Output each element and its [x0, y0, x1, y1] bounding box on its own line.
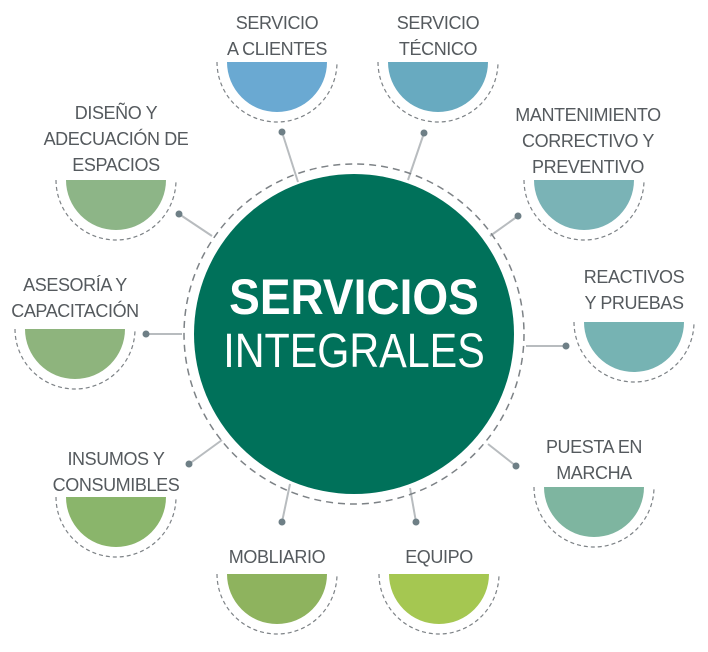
label-line: SERVICIO — [235, 13, 319, 33]
label-line: MANTENIMIENTO — [515, 105, 661, 125]
connector-line-mantenimiento — [489, 215, 519, 237]
bowl-fill-asesoria-y-capacitacion — [25, 329, 125, 379]
connector-dot-mantenimiento — [514, 212, 522, 220]
bowl-insumos-y-consumibles — [55, 496, 177, 558]
bowl-puesta-en-marcha — [533, 486, 655, 548]
label-asesoria-y-capacitacion: ASESORÍA Y CAPACITACIÓN — [0, 272, 165, 324]
label-line: A CLIENTES — [226, 39, 328, 59]
bowl-outline-mobliario — [216, 573, 338, 635]
label-reactivos-y-pruebas: REACTIVOS Y PRUEBAS — [544, 264, 708, 316]
label-line: EQUIPO — [405, 547, 473, 567]
bowl-outline-mantenimiento — [523, 179, 645, 241]
connectors — [142, 128, 570, 526]
label-mobliario: MOBLIARIO — [187, 544, 367, 570]
label-diseno-y-adecuacion: DISEÑO Y ADECUACIÓN DE ESPACIOS — [26, 100, 206, 178]
connector-dot-mobliario — [278, 518, 286, 526]
bowl-mantenimiento — [523, 179, 645, 241]
connector-line-servicio-tecnico — [407, 132, 425, 181]
bowl-outline-puesta-en-marcha — [533, 486, 655, 548]
label-line: REACTIVOS — [583, 267, 685, 287]
bowl-equipo — [378, 573, 500, 635]
bowl-fill-mobliario — [227, 574, 327, 624]
connector-dot-equipo — [412, 518, 420, 526]
bowl-fill-diseno-y-adecuacion — [66, 180, 166, 230]
bowl-fill-puesta-en-marcha — [544, 487, 644, 537]
connector-dot-diseno-y-adecuacion — [175, 210, 183, 218]
bowl-fill-reactivos-y-pruebas — [584, 322, 684, 372]
bowl-servicio-a-clientes — [216, 61, 338, 123]
label-line: ASESORÍA Y — [23, 275, 127, 295]
bowl-servicio-tecnico — [377, 61, 499, 123]
label-insumos-y-consumibles: INSUMOS Y CONSUMIBLES — [26, 446, 206, 498]
bowl-fill-servicio-a-clientes — [227, 62, 327, 112]
bowl-reactivos-y-pruebas — [573, 321, 695, 383]
bowl-asesoria-y-capacitacion — [14, 328, 136, 390]
label-line: INSUMOS Y — [67, 449, 165, 469]
bowl-outline-insumos-y-consumibles — [55, 496, 177, 558]
label-line: ESPACIOS — [72, 155, 160, 175]
center-circle — [194, 174, 514, 494]
label-puesta-en-marcha: PUESTA EN MARCHA — [504, 434, 684, 486]
bowl-outline-asesoria-y-capacitacion — [14, 328, 136, 390]
bowl-outline-servicio-a-clientes — [216, 61, 338, 123]
connector-dot-asesoria-y-capacitacion — [142, 330, 150, 338]
bowl-outline-diseno-y-adecuacion — [55, 179, 177, 241]
label-line: CAPACITACIÓN — [11, 301, 139, 321]
service-bowls — [14, 61, 695, 635]
label-line: MOBLIARIO — [228, 547, 326, 567]
label-line: CONSUMIBLES — [52, 475, 180, 495]
label-mantenimiento: MANTENIMIENTO CORRECTIVO Y PREVENTIVO — [498, 102, 678, 180]
label-line: SERVICIO — [396, 13, 480, 33]
label-line: Y PRUEBAS — [584, 293, 684, 313]
label-servicio-tecnico: SERVICIO TÉCNICO — [348, 10, 528, 62]
connector-dot-puesta-en-marcha — [512, 462, 520, 470]
connector-dot-servicio-a-clientes — [278, 128, 286, 136]
connector-line-servicio-a-clientes — [281, 131, 299, 183]
bowl-diseno-y-adecuacion — [55, 179, 177, 241]
bowl-fill-servicio-tecnico — [388, 62, 488, 112]
label-line: TÉCNICO — [398, 39, 478, 59]
label-line: PUESTA EN — [545, 437, 643, 457]
connector-line-insumos-y-consumibles — [188, 439, 223, 465]
connector-line-diseno-y-adecuacion — [178, 213, 213, 237]
bowl-outline-servicio-tecnico — [377, 61, 499, 123]
label-line: PREVENTIVO — [531, 157, 645, 177]
label-line: DISEÑO Y — [74, 103, 158, 123]
label-line: MARCHA — [556, 463, 632, 483]
bowl-fill-insumos-y-consumibles — [66, 497, 166, 547]
bowl-fill-mantenimiento — [534, 180, 634, 230]
connector-line-mobliario — [281, 483, 291, 523]
bowl-outline-equipo — [378, 573, 500, 635]
label-equipo: EQUIPO — [349, 544, 529, 570]
label-line: CORRECTIVO Y — [522, 131, 654, 151]
bowl-outline-reactivos-y-pruebas — [573, 321, 695, 383]
connector-dot-insumos-y-consumibles — [185, 460, 193, 468]
label-servicio-a-clientes: SERVICIO A CLIENTES — [187, 10, 367, 62]
bowl-fill-equipo — [389, 574, 489, 624]
connector-line-puesta-en-marcha — [487, 443, 517, 467]
connector-dot-reactivos-y-pruebas — [562, 342, 570, 350]
connector-dot-servicio-tecnico — [420, 129, 428, 137]
label-line: ADECUACIÓN DE — [43, 129, 189, 149]
dashed-ring — [183, 163, 525, 505]
bowl-mobliario — [216, 573, 338, 635]
